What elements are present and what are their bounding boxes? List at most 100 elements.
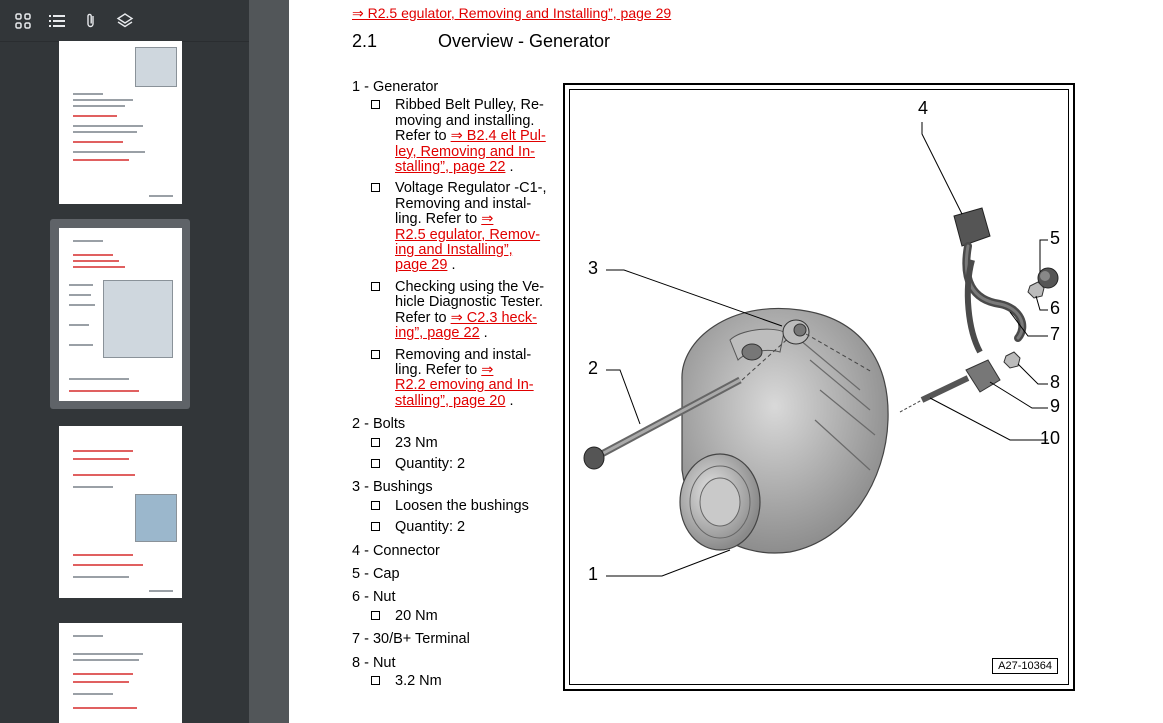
section-number: 2.1 xyxy=(352,31,378,51)
sub-item-text: Ribbed Belt Pulley, Re- xyxy=(395,97,544,114)
sub-item-text: Checking using the Ve- xyxy=(395,278,545,295)
generator-exploded-figure: 1 2 3 4 5 6 7 8 9 10 A27-10364 xyxy=(563,83,1075,691)
nut-part xyxy=(1027,281,1045,299)
list-item-title: 1 - Generator xyxy=(352,79,439,95)
sub-item-text: ling. Refer to xyxy=(395,211,482,228)
figure-frame: 1 2 3 4 5 6 7 8 9 10 A27-10364 xyxy=(569,89,1069,685)
cross-reference-link[interactable]: stalling”, page 20 xyxy=(395,392,506,409)
exploded-view-drawing xyxy=(583,122,1059,577)
sub-item-text: 20 Nm xyxy=(395,607,438,624)
section-heading: 2.1 Overview - Generator xyxy=(352,31,610,52)
sub-item-text: 23 Nm xyxy=(395,434,438,451)
sub-item-text: hicle Diagnostic Tester. xyxy=(395,294,544,311)
thumbnail-sidebar xyxy=(0,0,249,723)
list-item-title: 4 - Connector xyxy=(352,542,440,559)
sub-item-text: Voltage Regulator -C1-, xyxy=(395,180,547,197)
checkbox-bullet-icon xyxy=(371,437,380,447)
cross-reference-link[interactable]: ⇒ C2.3 heck- xyxy=(450,309,537,326)
cross-reference-link[interactable]: page 29 xyxy=(395,257,448,274)
page-thumbnail-4[interactable] xyxy=(59,623,182,723)
bolt-part xyxy=(583,376,742,470)
list-item: 8 - Nut 3.2 Nm xyxy=(352,654,562,690)
callout-1: 1 xyxy=(588,564,599,584)
outline-icon[interactable] xyxy=(42,6,72,36)
cross-reference-link[interactable]: ing and Installing”, xyxy=(395,242,513,259)
callout-2: 2 xyxy=(588,358,599,378)
list-item: 5 - Cap xyxy=(352,565,562,582)
cross-reference-link[interactable]: stalling”, page 22 xyxy=(395,159,506,176)
sub-item: Quantity: 2 xyxy=(352,519,562,536)
page-thumbnail-1[interactable] xyxy=(59,41,182,204)
cross-reference-link[interactable]: ⇒ B2.4 elt Pul- xyxy=(450,128,546,145)
checkbox-bullet-icon xyxy=(371,281,380,291)
cross-reference-link[interactable]: R2.5 egulator, Remov- xyxy=(395,226,541,243)
list-item: 4 - Connector xyxy=(352,542,562,559)
list-item: 7 - 30/B+ Terminal xyxy=(352,631,562,648)
sub-item: 23 Nm xyxy=(352,434,562,451)
checkbox-bullet-icon xyxy=(371,610,380,620)
attachments-icon[interactable] xyxy=(76,6,106,36)
checkbox-bullet-icon xyxy=(371,500,380,510)
sub-item-tail: . xyxy=(479,325,488,342)
callout-8: 8 xyxy=(1050,372,1061,392)
sub-item: 3.2 Nm xyxy=(352,673,562,689)
callout-5: 5 xyxy=(1050,228,1061,248)
list-item-title: 6 - Nut xyxy=(352,589,396,606)
page-thumbnail-2[interactable] xyxy=(59,228,182,401)
list-item-title: 2 - Bolts xyxy=(352,416,406,433)
callout-3: 3 xyxy=(588,258,599,278)
cap-part xyxy=(1037,267,1059,289)
document-page: ⇒ R2.5 egulator, Removing and Installing… xyxy=(289,0,1163,723)
section-title: Overview - Generator xyxy=(438,31,611,51)
sub-item-text: moving and installing. xyxy=(395,112,535,129)
cross-reference-link[interactable]: R2.2 emoving and In- xyxy=(395,377,534,394)
checkbox-bullet-icon xyxy=(371,676,380,685)
cross-reference-link[interactable]: ⇒ R2.5 egulator, Removing and Installing… xyxy=(352,5,672,21)
sub-item: Ribbed Belt Pulley, Re-moving and instal… xyxy=(352,98,562,175)
checkbox-bullet-icon xyxy=(371,458,380,468)
sub-item: Checking using the Ve-hicle Diagnostic T… xyxy=(352,278,562,342)
viewer-gutter xyxy=(249,0,289,723)
callout-6: 6 xyxy=(1050,298,1061,318)
sub-item-text: Quantity: 2 xyxy=(395,519,466,536)
sub-item: 20 Nm xyxy=(352,607,562,624)
thumbnails-icon[interactable] xyxy=(8,6,38,36)
sidebar-toolbar xyxy=(0,0,249,42)
list-item-title: 5 - Cap xyxy=(352,565,400,582)
figure-id-label: A27-10364 xyxy=(992,658,1058,674)
sub-item: Voltage Regulator -C1-,Removing and inst… xyxy=(352,181,562,273)
sub-item-text: 3.2 Nm xyxy=(395,673,442,689)
page-thumbnail-3[interactable] xyxy=(59,426,182,598)
sub-item-text: Loosen the bushings xyxy=(395,497,529,514)
callout-7: 7 xyxy=(1050,324,1061,344)
cross-reference-link[interactable]: ⇒ xyxy=(481,361,494,378)
callout-10: 10 xyxy=(1040,428,1061,448)
sub-item-tail: . xyxy=(447,257,456,274)
sub-item-text: Refer to xyxy=(395,309,451,326)
sub-item: Loosen the bushings xyxy=(352,497,562,514)
cross-reference-link[interactable]: ⇒ xyxy=(481,211,494,228)
sub-item: Removing and instal-ling. Refer to ⇒R2.2… xyxy=(352,347,562,410)
sub-item: Quantity: 2 xyxy=(352,456,562,472)
sub-item-tail: . xyxy=(505,159,514,176)
sub-item-tail: . xyxy=(505,392,514,409)
list-item-title: 3 - Bushings xyxy=(352,479,433,496)
sub-item-text: Removing and instal- xyxy=(395,195,532,212)
checkbox-bullet-icon xyxy=(371,522,380,532)
list-item-title: 8 - Nut xyxy=(352,654,396,671)
checkbox-bullet-icon xyxy=(371,100,380,110)
cross-reference-link[interactable]: ley, Removing and In- xyxy=(395,143,535,160)
callout-4: 4 xyxy=(918,98,929,118)
terminal-part xyxy=(899,351,1021,413)
sub-item-text: ling. Refer to xyxy=(395,361,482,378)
checkbox-bullet-icon xyxy=(371,349,380,359)
layers-icon[interactable] xyxy=(110,6,140,36)
cross-reference-link[interactable]: ing”, page 22 xyxy=(395,325,480,342)
list-item-title: 7 - 30/B+ Terminal xyxy=(352,631,470,648)
bushing-part xyxy=(782,319,810,345)
